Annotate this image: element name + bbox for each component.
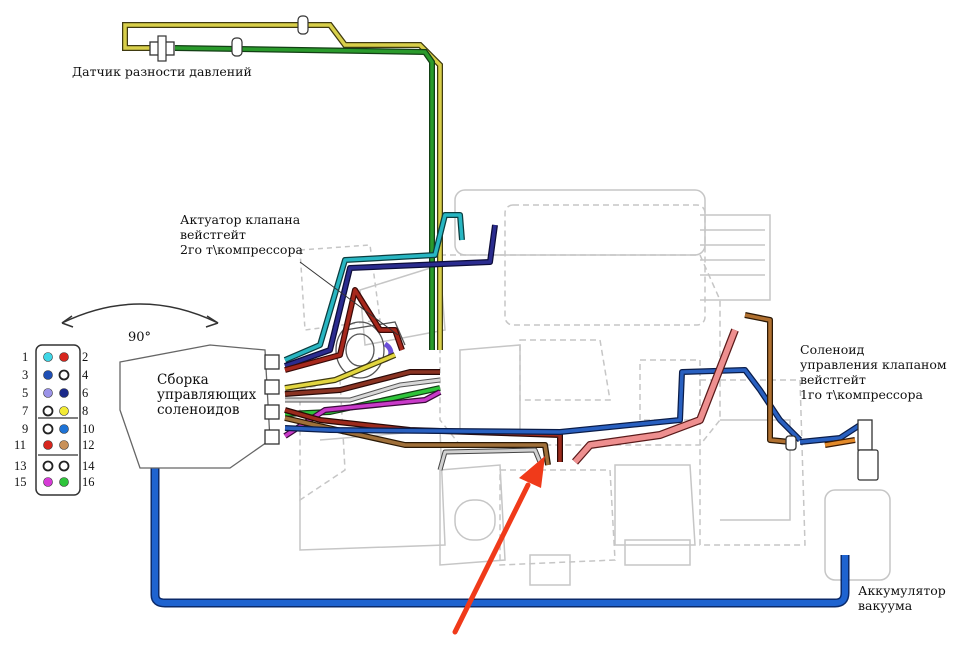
solenoid-assembly — [119, 344, 280, 469]
connector-pin-8 — [59, 406, 69, 416]
connector-pin-6 — [59, 388, 69, 398]
connector-pin-15 — [43, 477, 53, 487]
label-solenoid-valve-line4: 1го т\компрессора — [800, 387, 923, 402]
connector-pin-3 — [43, 370, 53, 380]
pin-number-2: 2 — [82, 350, 89, 364]
label-accumulator-line2: вакуума — [858, 598, 913, 613]
pin-number-9: 9 — [22, 422, 29, 436]
rotation-arc — [61, 303, 219, 328]
connector-pin-4 — [58, 369, 70, 381]
pin-number-13: 13 — [14, 459, 27, 473]
label-accumulator: Аккумулятор вакуума — [858, 583, 946, 613]
pin-number-11: 11 — [14, 438, 27, 452]
label-solenoid-valve: Соленоид управления клапаном вейстгейт 1… — [800, 342, 947, 402]
label-accumulator-line1: Аккумулятор — [858, 583, 946, 598]
connector-pin-10 — [59, 424, 69, 434]
label-rotation-angle: 90° — [128, 330, 152, 345]
label-actuator-line3: 2го т\компрессора — [180, 242, 303, 257]
pin-number-10: 10 — [82, 422, 95, 436]
vacuum-line — [150, 425, 850, 608]
connector-pin-12 — [59, 440, 69, 450]
solenoid-hoses — [283, 212, 862, 471]
label-solenoid-valve-line3: вейстгейт — [800, 372, 866, 387]
label-solenoid-valve-line1: Соленоид — [800, 342, 865, 357]
connector-pin-11 — [43, 440, 53, 450]
connector-pin-2 — [59, 352, 69, 362]
label-solenoid-assembly-line1: Сборка — [157, 372, 209, 388]
pressure-sensor-hoses — [122, 22, 443, 350]
pin-number-3: 3 — [22, 368, 29, 382]
pin-number-8: 8 — [82, 404, 89, 418]
label-actuator: Актуатор клапана вейстгейт 2го т\компрес… — [180, 212, 303, 257]
pin-number-4: 4 — [82, 368, 89, 382]
label-actuator-line2: вейстгейт — [180, 227, 246, 242]
pin-number-5: 5 — [22, 386, 29, 400]
actuator-wastegate-2 — [335, 321, 406, 379]
pin-number-16: 16 — [82, 475, 95, 489]
label-solenoid-assembly-line3: соленоидов — [157, 402, 240, 418]
pin-number-12: 12 — [82, 438, 95, 452]
solenoid-wastegate-1 — [785, 419, 879, 481]
pin-number-14: 14 — [82, 459, 95, 473]
connector-pin-14 — [58, 460, 70, 472]
connector-pin-7 — [42, 405, 54, 417]
leader-lines — [299, 261, 399, 336]
pin-number-6: 6 — [82, 386, 89, 400]
connector-block — [35, 344, 81, 496]
label-solenoid-valve-line2: управления клапаном — [800, 357, 947, 372]
pin-number-1: 1 — [22, 350, 29, 364]
connector-pin-13 — [42, 460, 54, 472]
pressure-sensor — [149, 15, 309, 62]
connector-pin-16 — [59, 477, 69, 487]
connector-pin-1 — [43, 352, 53, 362]
pin-number-15: 15 — [14, 475, 27, 489]
label-actuator-line1: Актуатор клапана — [180, 212, 301, 227]
label-pressure-sensor: Датчик разности давлений — [72, 64, 252, 79]
label-solenoid-assembly: Сборка управляющих соленоидов — [157, 373, 256, 418]
pin-number-7: 7 — [22, 404, 29, 418]
label-solenoid-assembly-line2: управляющих — [157, 387, 257, 403]
highlight-arrow — [452, 456, 545, 635]
connector-pin-9 — [42, 423, 54, 435]
connector-pin-5 — [43, 388, 53, 398]
